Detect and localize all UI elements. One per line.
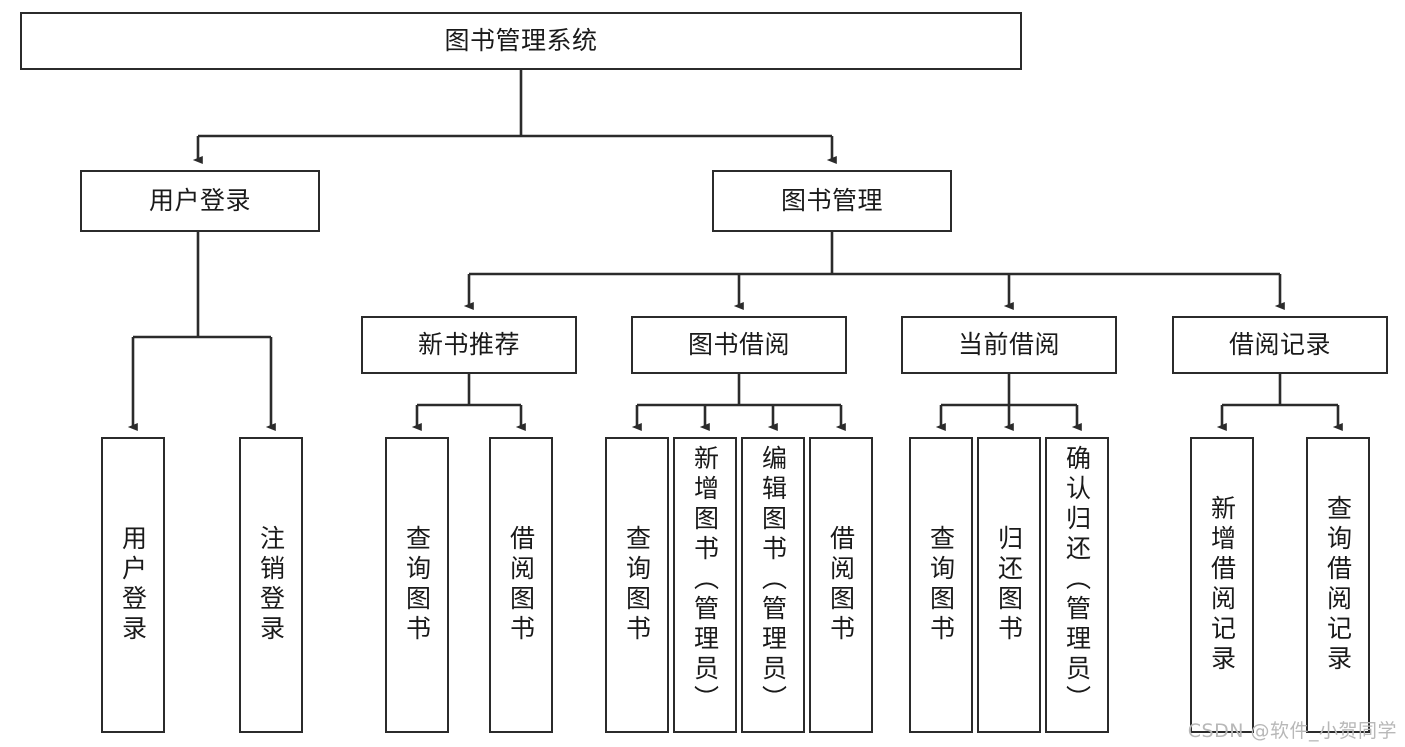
node-label: 确认归还（管理员） xyxy=(1062,445,1092,715)
node-current-borrow[interactable]: 当前借阅 xyxy=(901,316,1117,374)
leaf-query-borrow-record[interactable]: 查询借阅记录 xyxy=(1306,437,1370,733)
leaf-query-book-new-recommend[interactable]: 查询图书 xyxy=(385,437,449,733)
node-label: 新增图书（管理员） xyxy=(690,445,720,715)
node-label: 借阅记录 xyxy=(1228,329,1331,359)
node-borrow-record[interactable]: 借阅记录 xyxy=(1172,316,1388,374)
node-label: 查询图书 xyxy=(926,525,956,645)
leaf-add-book-admin[interactable]: 新增图书（管理员） xyxy=(673,437,737,733)
node-label: 查询借阅记录 xyxy=(1323,495,1353,675)
node-label: 查询图书 xyxy=(622,525,652,645)
node-label: 新增借阅记录 xyxy=(1207,495,1237,675)
leaf-confirm-return-admin[interactable]: 确认归还（管理员） xyxy=(1045,437,1109,733)
node-label: 借阅图书 xyxy=(826,525,856,645)
leaf-borrow-book-borrow[interactable]: 借阅图书 xyxy=(809,437,873,733)
node-book-borrow[interactable]: 图书借阅 xyxy=(631,316,847,374)
node-label: 当前借阅 xyxy=(957,329,1060,359)
node-new-book-recommend[interactable]: 新书推荐 xyxy=(361,316,577,374)
leaf-edit-book-admin[interactable]: 编辑图书（管理员） xyxy=(741,437,805,733)
node-book-management[interactable]: 图书管理 xyxy=(712,170,952,232)
node-label: 借阅图书 xyxy=(506,525,536,645)
node-label: 图书借阅 xyxy=(687,329,790,359)
node-label: 新书推荐 xyxy=(417,329,520,359)
leaf-query-book-current[interactable]: 查询图书 xyxy=(909,437,973,733)
leaf-add-borrow-record[interactable]: 新增借阅记录 xyxy=(1190,437,1254,733)
node-user-login[interactable]: 用户登录 xyxy=(80,170,320,232)
node-label: 编辑图书（管理员） xyxy=(758,445,788,715)
leaf-return-book[interactable]: 归还图书 xyxy=(977,437,1041,733)
node-label: 用户登录 xyxy=(148,185,251,215)
node-label: 图书管理 xyxy=(780,185,883,215)
leaf-borrow-book-new-recommend[interactable]: 借阅图书 xyxy=(489,437,553,733)
node-label: 归还图书 xyxy=(994,525,1024,645)
node-label: 查询图书 xyxy=(402,525,432,645)
leaf-query-book-borrow[interactable]: 查询图书 xyxy=(605,437,669,733)
node-label: 注销登录 xyxy=(256,525,286,645)
node-root-book-management-system[interactable]: 图书管理系统 xyxy=(20,12,1022,70)
node-label: 图书管理系统 xyxy=(444,25,598,55)
csdn-watermark: CSDN @软件_小贺同学 xyxy=(1187,720,1397,742)
node-label: 用户登录 xyxy=(118,525,148,645)
leaf-user-login[interactable]: 用户登录 xyxy=(101,437,165,733)
leaf-logout-login[interactable]: 注销登录 xyxy=(239,437,303,733)
